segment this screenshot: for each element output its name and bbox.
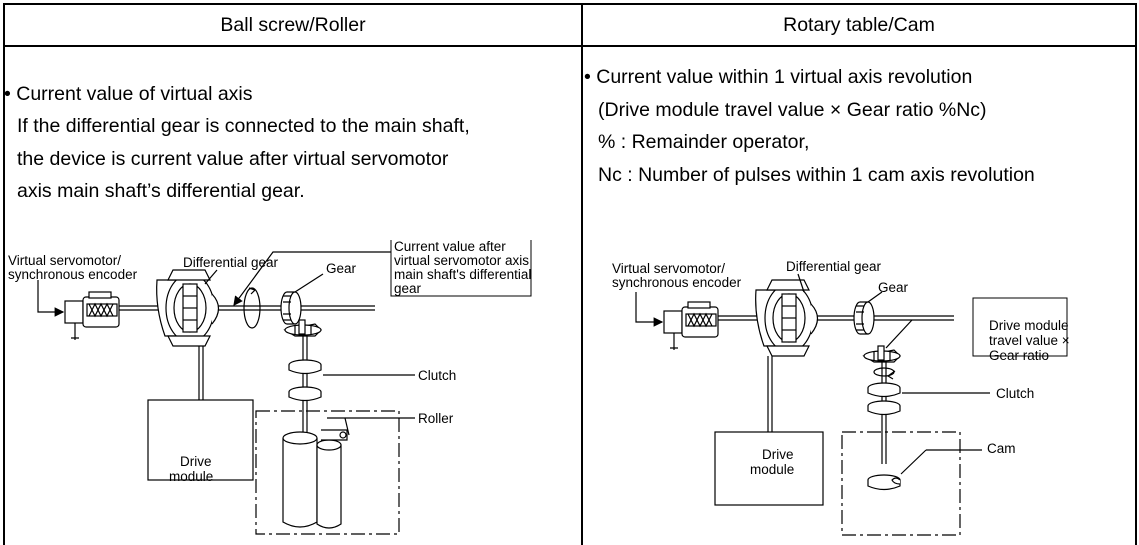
right-bullet-line: • Current value within 1 virtual axis re… — [584, 66, 973, 88]
gear-icon — [280, 291, 302, 325]
bevel-gear-icon — [862, 345, 901, 363]
left-text-line-2: If the differential gear is connected to… — [17, 115, 470, 137]
header-ball-screw-roller: Ball screw/Roller — [5, 5, 581, 47]
right-text-line-2: (Drive module travel value × Gear ratio … — [598, 99, 987, 121]
right-callout-line-2: travel value × — [989, 333, 1070, 348]
callout-box — [390, 240, 532, 297]
left-gear-label: Gear — [326, 261, 357, 276]
left-roller-label: Roller — [418, 411, 454, 426]
right-text-line-4: Nc : Number of pulses within 1 cam axis … — [598, 164, 1035, 186]
left-differential-gear-label: Differential gear — [183, 255, 279, 270]
left-bullet-line: • Current value of virtual axis — [4, 83, 253, 105]
right-clutch-label: Clutch — [996, 386, 1035, 401]
rotation-symbol — [873, 367, 895, 377]
header-rotary-table-cam: Rotary table/Cam — [583, 5, 1135, 47]
left-servomotor-label-2: synchronous encoder — [8, 267, 138, 282]
clutch-icon — [867, 382, 901, 416]
right-cam-label: Cam — [987, 441, 1016, 456]
right-servomotor-label-1: Virtual servomotor/ — [612, 261, 726, 276]
clutch-icon — [288, 359, 322, 402]
right-drive-module-label-1: Drive — [762, 447, 794, 462]
right-callout-line-3: Gear ratio — [989, 348, 1050, 363]
roller-icon — [282, 429, 348, 529]
left-callout-line-2: virtual servomotor axis — [394, 253, 530, 268]
roller-dashed-box — [255, 410, 400, 535]
left-callout-line-3: main shaft's differential — [394, 267, 532, 282]
drive-module-box — [147, 399, 254, 481]
servomotor-icon — [64, 291, 120, 340]
column-divider — [581, 5, 583, 545]
left-text-line-4: axis main shaft’s differential gear. — [17, 180, 305, 202]
left-clutch-label: Clutch — [418, 368, 457, 383]
cam-dashed-box — [841, 431, 961, 536]
drive-module-box — [714, 431, 824, 506]
comparison-table: Ball screw/Roller Rotary table/Cam — [3, 3, 1137, 545]
right-diagram — [635, 273, 1068, 536]
servomotor-icon — [663, 301, 719, 350]
rotation-symbol — [243, 287, 261, 329]
right-servomotor-label-2: synchronous encoder — [612, 275, 742, 290]
servomotor-leader — [635, 292, 664, 327]
left-diagram — [37, 240, 532, 535]
left-callout-line-4: gear — [394, 281, 422, 296]
left-text-line-3: the device is current value after virtua… — [17, 148, 449, 170]
bevel-gear-icon — [283, 319, 322, 337]
differential-gear-icon — [755, 279, 819, 357]
callout-box — [972, 297, 1068, 357]
differential-gear-icon — [156, 269, 220, 347]
right-drive-module-label-2: module — [750, 462, 795, 477]
right-differential-gear-label: Differential gear — [786, 259, 882, 274]
left-drive-module-label-2: module — [169, 469, 214, 484]
servomotor-leader — [37, 280, 65, 317]
left-callout-line-1: Current value after — [394, 239, 506, 254]
cam-icon — [867, 474, 901, 491]
right-gear-label: Gear — [878, 280, 909, 295]
right-callout-line-1: Drive module — [989, 318, 1069, 333]
left-drive-module-label-1: Drive — [180, 454, 212, 469]
gear-icon — [853, 301, 875, 335]
right-text-line-3: % : Remainder operator, — [598, 131, 810, 153]
left-servomotor-label-1: Virtual servomotor/ — [8, 253, 122, 268]
